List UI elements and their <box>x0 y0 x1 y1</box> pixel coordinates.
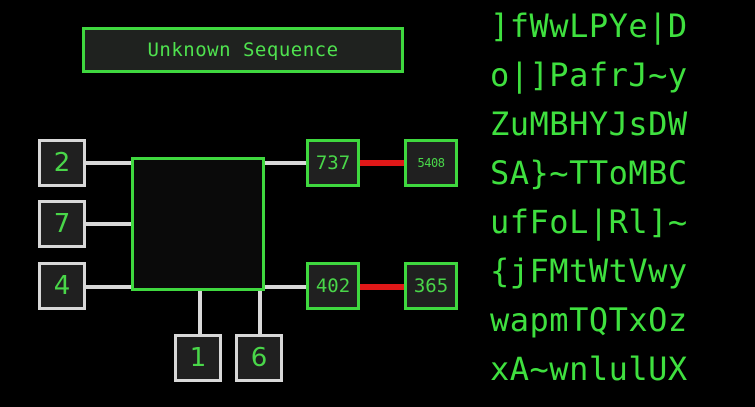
wire-left-top <box>86 161 132 165</box>
code-line: {jFMtWtVwy <box>490 252 688 290</box>
input-label: 6 <box>250 343 268 373</box>
node-lower-second: 365 <box>404 262 458 310</box>
input-label: 2 <box>53 148 71 178</box>
node-lower-first: 402 <box>306 262 360 310</box>
code-line: ufFoL|Rl]~ <box>490 203 688 241</box>
input-block-1[interactable]: 1 <box>174 334 222 382</box>
code-line: o|]PafrJ~y <box>490 56 688 94</box>
input-block-7[interactable]: 7 <box>38 200 86 248</box>
node-upper-first: 737 <box>306 139 360 187</box>
sequence-title: Unknown Sequence <box>147 39 339 61</box>
wire-upper-link <box>360 160 405 166</box>
wire-core-upper <box>264 161 309 165</box>
node-upper-second: 5408 <box>404 139 458 187</box>
input-label: 7 <box>53 209 71 239</box>
node-value: 402 <box>315 275 351 297</box>
input-block-2[interactable]: 2 <box>38 139 86 187</box>
code-line: xA~wnlulUX <box>490 350 688 388</box>
node-value: 5408 <box>417 156 445 170</box>
code-column: ]fWwLPYe|D o|]PafrJ~y ZuMBHYJsDW SA}~TTo… <box>490 2 752 402</box>
input-block-4[interactable]: 4 <box>38 262 86 310</box>
code-line: SA}~TToMBC <box>490 154 688 192</box>
input-block-6[interactable]: 6 <box>235 334 283 382</box>
code-line: ]fWwLPYe|D <box>490 7 688 45</box>
node-value: 737 <box>315 152 351 174</box>
central-core <box>131 157 265 291</box>
code-line: ZuMBHYJsDW <box>490 105 688 143</box>
code-line: wapmTQTxOz <box>490 301 688 339</box>
wire-core-lower <box>264 285 309 289</box>
wire-left-middle <box>86 222 132 226</box>
wire-lower-link <box>360 284 405 290</box>
input-label: 4 <box>53 271 71 301</box>
wire-left-bottom <box>86 285 132 289</box>
sequence-title-box: Unknown Sequence <box>82 27 404 73</box>
input-label: 1 <box>189 343 207 373</box>
wire-bottom-right <box>258 290 262 336</box>
wire-bottom-left <box>198 290 202 336</box>
node-value: 365 <box>413 275 449 297</box>
